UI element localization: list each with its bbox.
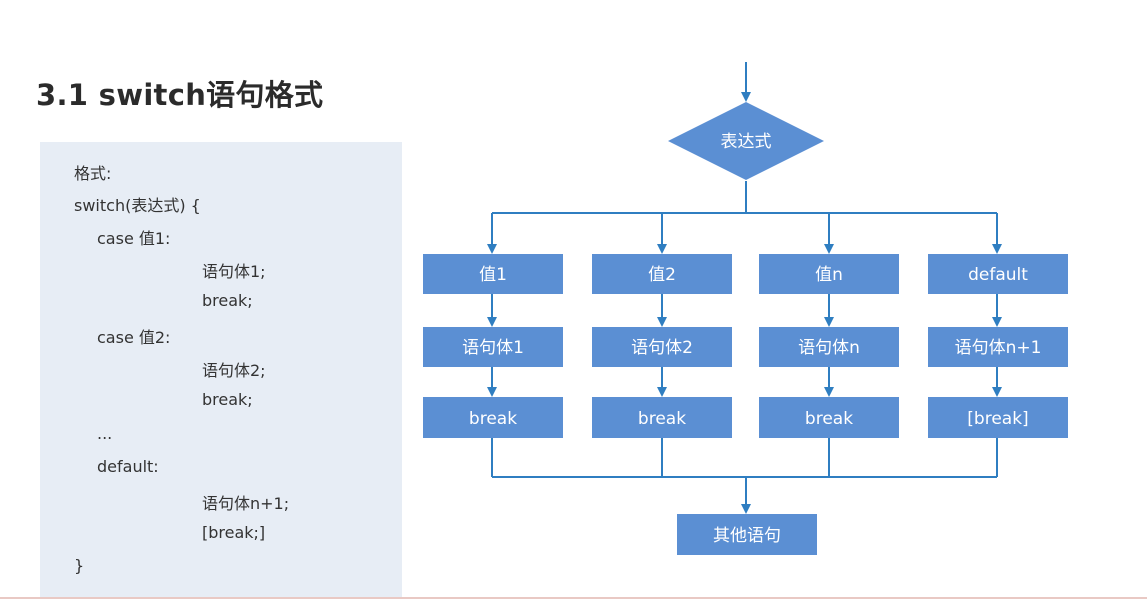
code-line: switch(表达式) {: [74, 196, 201, 215]
decision-diamond: [668, 102, 824, 180]
body-label-default: 语句体n+1: [955, 338, 1042, 358]
end-label: 其他语句: [713, 526, 781, 546]
case-box-1: [423, 254, 563, 294]
bottom-rule: [0, 597, 1147, 599]
body-box-n: [759, 327, 899, 367]
code-line: 语句体1;: [202, 262, 266, 281]
break-box-n: [759, 397, 899, 438]
case-label-default: default: [968, 265, 1028, 285]
code-line: case 值1:: [97, 229, 171, 248]
case-box-n: [759, 254, 899, 294]
break-label-2: break: [638, 409, 686, 429]
slide-title: 3.1 switch语句格式: [36, 78, 324, 112]
break-label-1: break: [469, 409, 517, 429]
case-label-1: 值1: [479, 265, 507, 285]
end-box: [677, 514, 817, 555]
body-label-1: 语句体1: [462, 338, 524, 358]
break-box-1: [423, 397, 563, 438]
body-box-1: [423, 327, 563, 367]
code-line: 语句体2;: [202, 361, 266, 380]
code-line: [break;]: [202, 523, 266, 542]
code-line: case 值2:: [97, 328, 171, 347]
case-box-default: [928, 254, 1068, 294]
case-label-2: 值2: [648, 265, 676, 285]
code-line: 格式:: [74, 164, 112, 183]
case-label-n: 值n: [815, 265, 843, 285]
decision-label: 表达式: [721, 132, 772, 152]
code-line: break;: [202, 390, 253, 409]
code-line: ...: [97, 424, 113, 443]
break-box-default: [928, 397, 1068, 438]
body-label-2: 语句体2: [631, 338, 693, 358]
break-label-n: break: [805, 409, 853, 429]
code-panel: 格式: switch(表达式) { case 值1: 语句体1; break; …: [40, 142, 402, 598]
code-line: 语句体n+1;: [202, 494, 290, 513]
case-box-2: [592, 254, 732, 294]
code-line: default:: [97, 457, 159, 476]
code-line: }: [74, 556, 85, 575]
body-box-2: [592, 327, 732, 367]
break-label-default: [break]: [967, 409, 1028, 429]
break-box-2: [592, 397, 732, 438]
body-box-default: [928, 327, 1068, 367]
body-label-n: 语句体n: [798, 338, 860, 358]
code-line: break;: [202, 291, 253, 310]
flow-connectors: [487, 62, 1002, 514]
